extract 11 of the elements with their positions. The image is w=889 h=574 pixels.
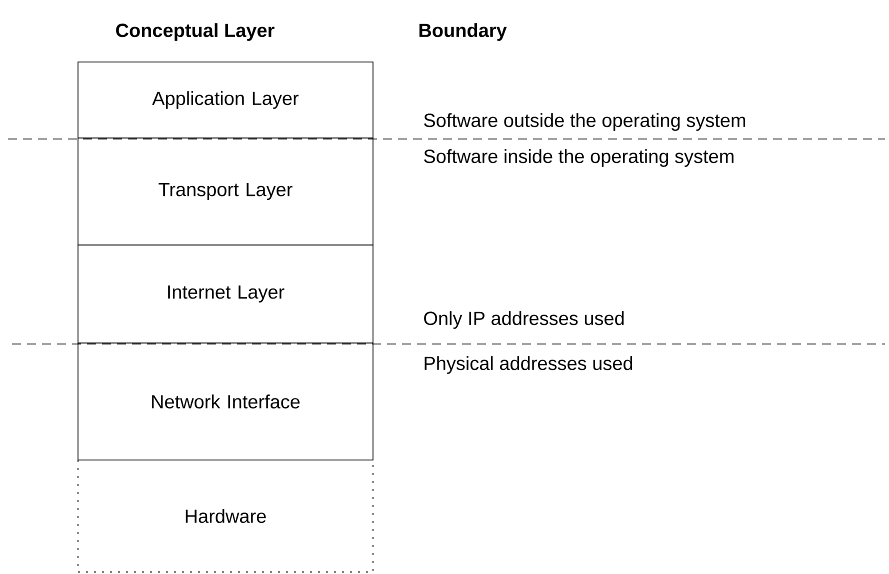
boundary-label: Software inside the operating system [424,149,734,167]
column-heading: Boundary [419,23,507,41]
boundary-label: Software outside the operating system [424,113,746,131]
layer-box: Hardware [78,460,374,572]
layer-box: Application Layer [78,62,374,138]
layer-box: Internet Layer [78,244,374,344]
boundary-label: Physical addresses used [424,356,632,374]
layer-box: Network Interface [78,342,374,460]
layer-box: Transport Layer [78,138,374,246]
column-heading: Conceptual Layer [116,23,274,41]
boundary-label: Only IP addresses used [424,311,624,329]
